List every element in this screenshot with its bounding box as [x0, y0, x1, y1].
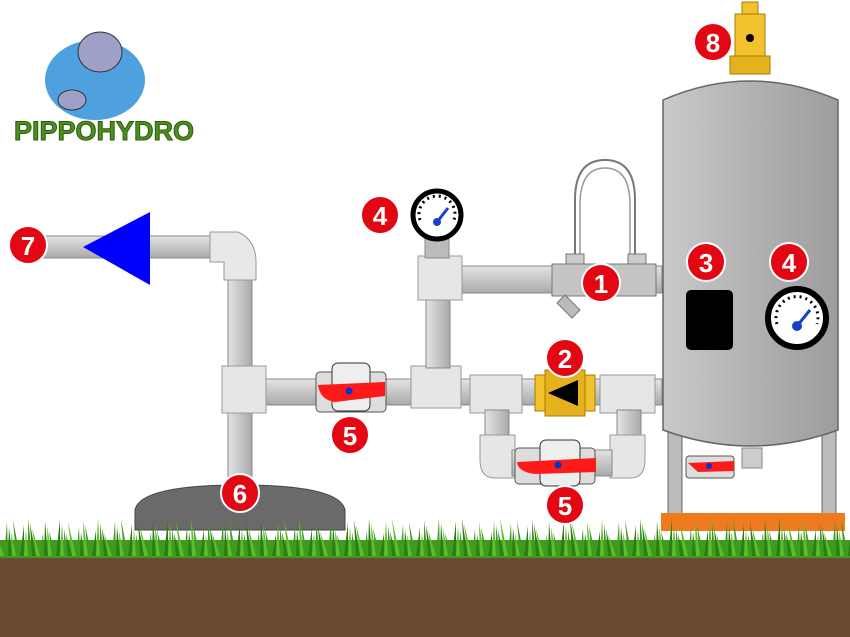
- badge-1: 1: [581, 263, 621, 303]
- pippohydro-logo: PIPPOHYDRO: [14, 31, 195, 147]
- badge-8: 8: [693, 22, 733, 62]
- tank-label-plate: [686, 290, 733, 350]
- svg-text:4: 4: [782, 248, 797, 278]
- safety-valve: [729, 1, 771, 75]
- pressure-tank: [662, 80, 839, 519]
- tank-base: [661, 513, 845, 531]
- badge-4-pipe: 4: [360, 195, 400, 235]
- badge-4-tank: 4: [769, 242, 809, 282]
- badge-3: 3: [686, 242, 726, 282]
- svg-text:8: 8: [706, 28, 720, 58]
- soil: [0, 555, 850, 637]
- svg-text:3: 3: [699, 248, 713, 278]
- pressure-gauge-tank: [765, 286, 829, 350]
- svg-text:PIPPOHYDRO: PIPPOHYDRO: [14, 116, 194, 146]
- tee-fitting: [410, 365, 462, 409]
- svg-text:5: 5: [558, 491, 572, 521]
- ball-valve-main[interactable]: [315, 362, 387, 413]
- svg-text:4: 4: [373, 201, 388, 231]
- svg-text:7: 7: [21, 231, 35, 261]
- ball-valve-bypass[interactable]: [514, 439, 596, 487]
- badge-7: 7: [8, 225, 48, 265]
- badge-6: 6: [220, 473, 260, 513]
- badge-5-bypass: 5: [545, 485, 585, 525]
- badge-2: 2: [545, 338, 585, 378]
- pressure-gauge-pipe: [410, 188, 464, 242]
- svg-text:1: 1: [594, 269, 608, 299]
- tee-fitting: [417, 255, 463, 301]
- svg-text:2: 2: [558, 344, 572, 374]
- svg-text:6: 6: [233, 479, 247, 509]
- grass: [0, 518, 850, 558]
- tee-fitting: [221, 365, 267, 414]
- badge-5-main: 5: [330, 415, 370, 455]
- flow-direction-arrow: [83, 212, 150, 285]
- svg-text:5: 5: [343, 421, 357, 451]
